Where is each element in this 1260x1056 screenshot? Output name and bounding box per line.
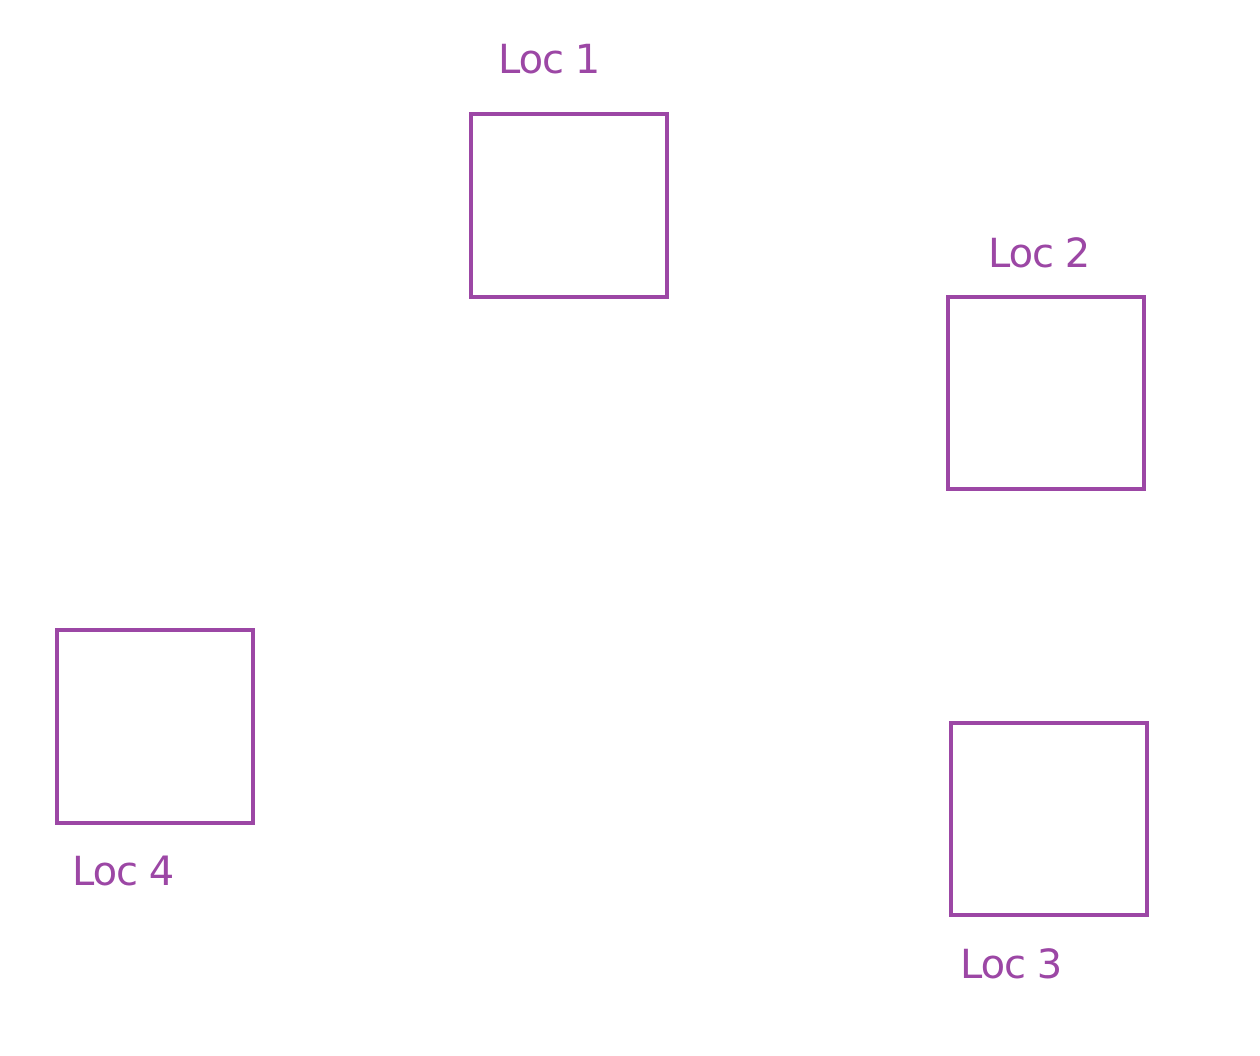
location-label-2: Loc 2 bbox=[988, 231, 1090, 277]
location-label-1: Loc 1 bbox=[498, 37, 600, 83]
location-box-1 bbox=[469, 112, 669, 299]
location-label-4: Loc 4 bbox=[72, 849, 174, 895]
location-box-3 bbox=[949, 721, 1149, 917]
location-box-4 bbox=[55, 628, 255, 825]
location-label-3: Loc 3 bbox=[960, 942, 1062, 988]
location-box-2 bbox=[946, 295, 1146, 491]
